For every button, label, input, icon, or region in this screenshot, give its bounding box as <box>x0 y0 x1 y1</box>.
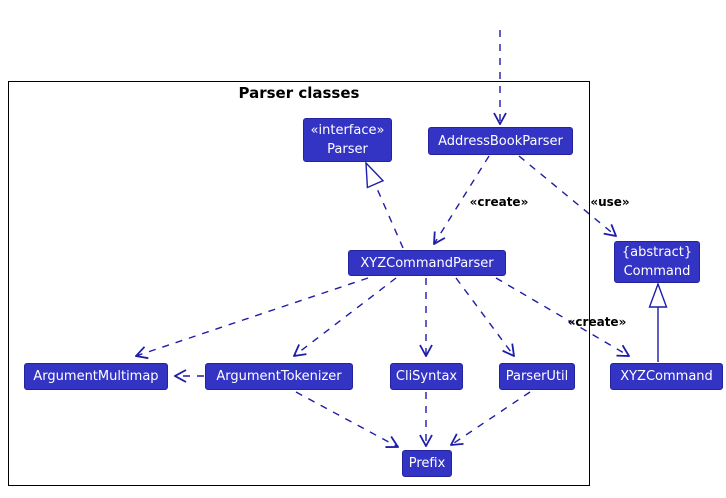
edge-parserutil-to-prefix <box>451 391 531 445</box>
edge-abp-to-xyzcommandparser <box>434 155 490 244</box>
frame-title: Parser classes <box>238 84 360 102</box>
edge-xyzcommand-extends-command-triangle-head <box>648 281 668 308</box>
class-name-clisyntax: CliSyntax <box>395 369 458 384</box>
class-name-prefix: Prefix <box>408 456 446 471</box>
class-addressbookparser[interactable]: AddressBookParser <box>428 127 573 155</box>
class-interface-parser[interactable]: «interface» Parser <box>303 118 392 162</box>
class-name-parserutil: ParserUtil <box>505 369 569 384</box>
edge-label-create-xcp-xyzcommand: «create» <box>567 315 627 329</box>
edge-xcp-realizes-parser-triangle-head <box>365 161 385 189</box>
class-name-addressbookparser: AddressBookParser <box>438 133 563 149</box>
edge-xcp-to-xyzcommand <box>495 277 629 356</box>
class-xyzcommand[interactable]: XYZCommand <box>610 363 723 390</box>
class-name-xyzcommandparser: XYZCommandParser <box>360 255 494 271</box>
frame-parser-classes <box>8 81 590 486</box>
edge-argumenttokenizer-to-prefix <box>295 391 398 447</box>
class-argumentmultimap[interactable]: ArgumentMultimap <box>24 363 168 390</box>
stereotype-abstract: {abstract} <box>621 245 693 260</box>
class-name-argumentmultimap: ArgumentMultimap <box>33 369 159 384</box>
class-name-parser: Parser <box>327 142 368 157</box>
class-name-command: Command <box>623 264 691 279</box>
class-parserutil[interactable]: ParserUtil <box>499 363 575 390</box>
edge-xcp-realizes-parser <box>374 183 404 249</box>
stereotype-interface: «interface» <box>310 123 385 138</box>
class-name-argumenttokenizer: ArgumentTokenizer <box>216 369 342 384</box>
class-clisyntax[interactable]: CliSyntax <box>390 363 463 390</box>
class-xyzcommandparser[interactable]: XYZCommandParser <box>348 250 506 276</box>
edge-abp-to-command <box>518 155 616 236</box>
edge-label-create-abp-xcp: «create» <box>469 195 529 209</box>
class-argumenttokenizer[interactable]: ArgumentTokenizer <box>205 363 353 390</box>
class-name-xyzcommand: XYZCommand <box>620 369 713 384</box>
edge-label-use-abp-command: «use» <box>590 195 630 209</box>
class-prefix[interactable]: Prefix <box>402 450 452 477</box>
edge-xcp-to-parserutil <box>455 277 514 356</box>
class-command[interactable]: {abstract} Command <box>614 241 700 283</box>
